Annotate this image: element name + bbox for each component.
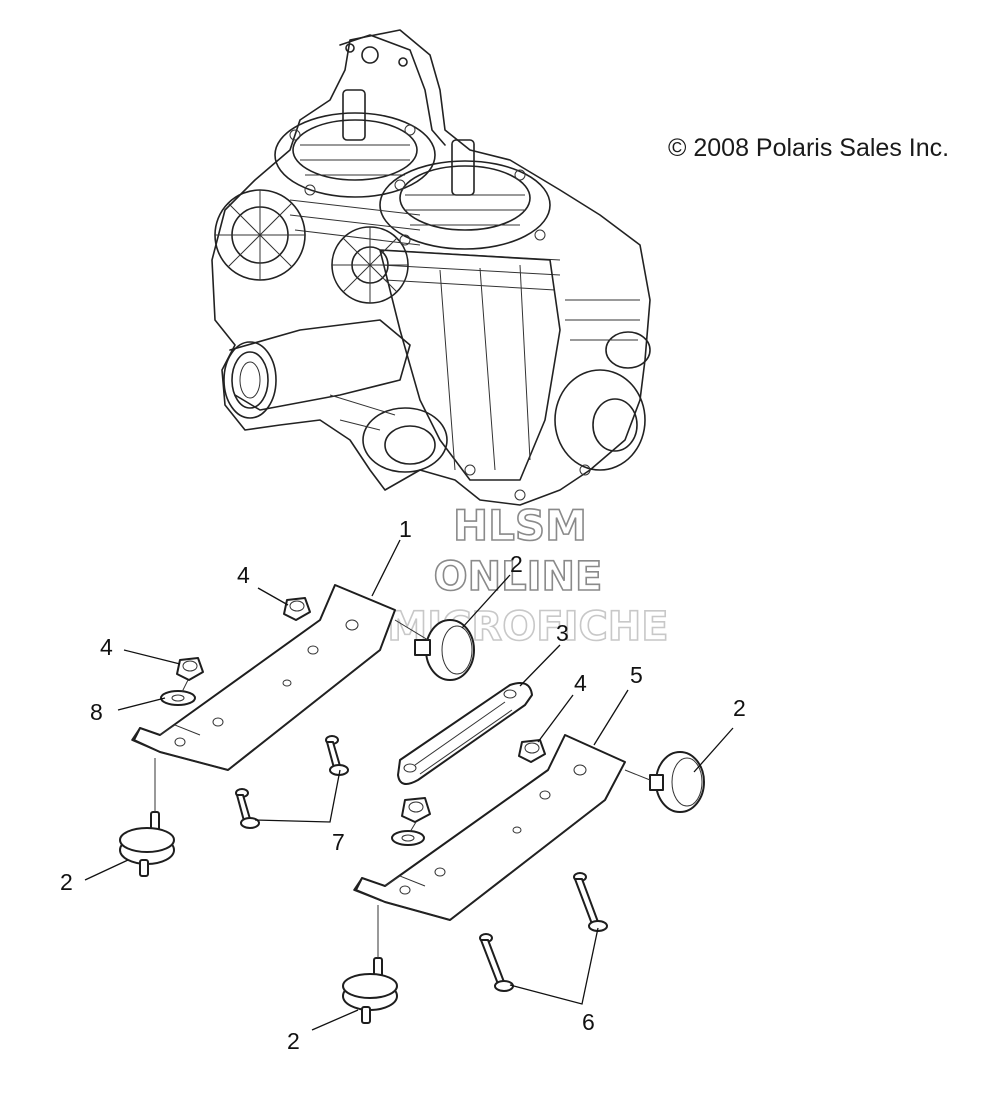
callout-1: 1 [399,516,412,542]
bolt-6b [479,933,514,992]
rubber-mount-lower-left [119,811,175,877]
copyright-text: © 2008 Polaris Sales Inc. [668,134,949,162]
mount-bracket-right [353,734,626,921]
washer-right [391,830,425,846]
rubber-mount-upper-right [649,751,705,813]
nut-left [176,657,204,681]
callout-2-upper: 2 [510,551,523,577]
callout-8: 8 [90,699,103,725]
watermark-line1: HLSM [453,501,587,550]
leader-lines [84,539,734,1031]
callout-4-right: 4 [574,670,587,696]
callout-2-lower-left: 2 [60,869,73,895]
nut-right-upper [518,739,546,763]
engine-illustration [211,29,651,506]
rubber-mount-upper-left [414,619,475,681]
bolt-7a [325,735,349,776]
callout-5: 5 [630,662,643,688]
rubber-mount-lower-right [342,957,398,1024]
callout-6: 6 [582,1009,595,1035]
washer-left [160,690,196,706]
watermark: HLSM ONLINE MICROFICHE [387,500,670,651]
callout-3: 3 [556,620,569,646]
callout-2-right: 2 [733,695,746,721]
mount-bracket-left [131,584,396,771]
nut-right-lower [401,797,431,823]
watermark-line2: ONLINE [434,554,603,600]
callout-4-upper: 4 [237,562,250,588]
bolt-7b [235,788,260,829]
nut-upper [283,597,311,621]
callout-labels: 1 2 3 4 4 8 4 5 2 7 2 6 2 [60,516,746,1054]
bolt-6a [573,872,608,932]
callout-4-left: 4 [100,634,113,660]
callout-2-lower-right: 2 [287,1028,300,1054]
slotted-link [397,682,533,785]
callout-7: 7 [332,829,345,855]
